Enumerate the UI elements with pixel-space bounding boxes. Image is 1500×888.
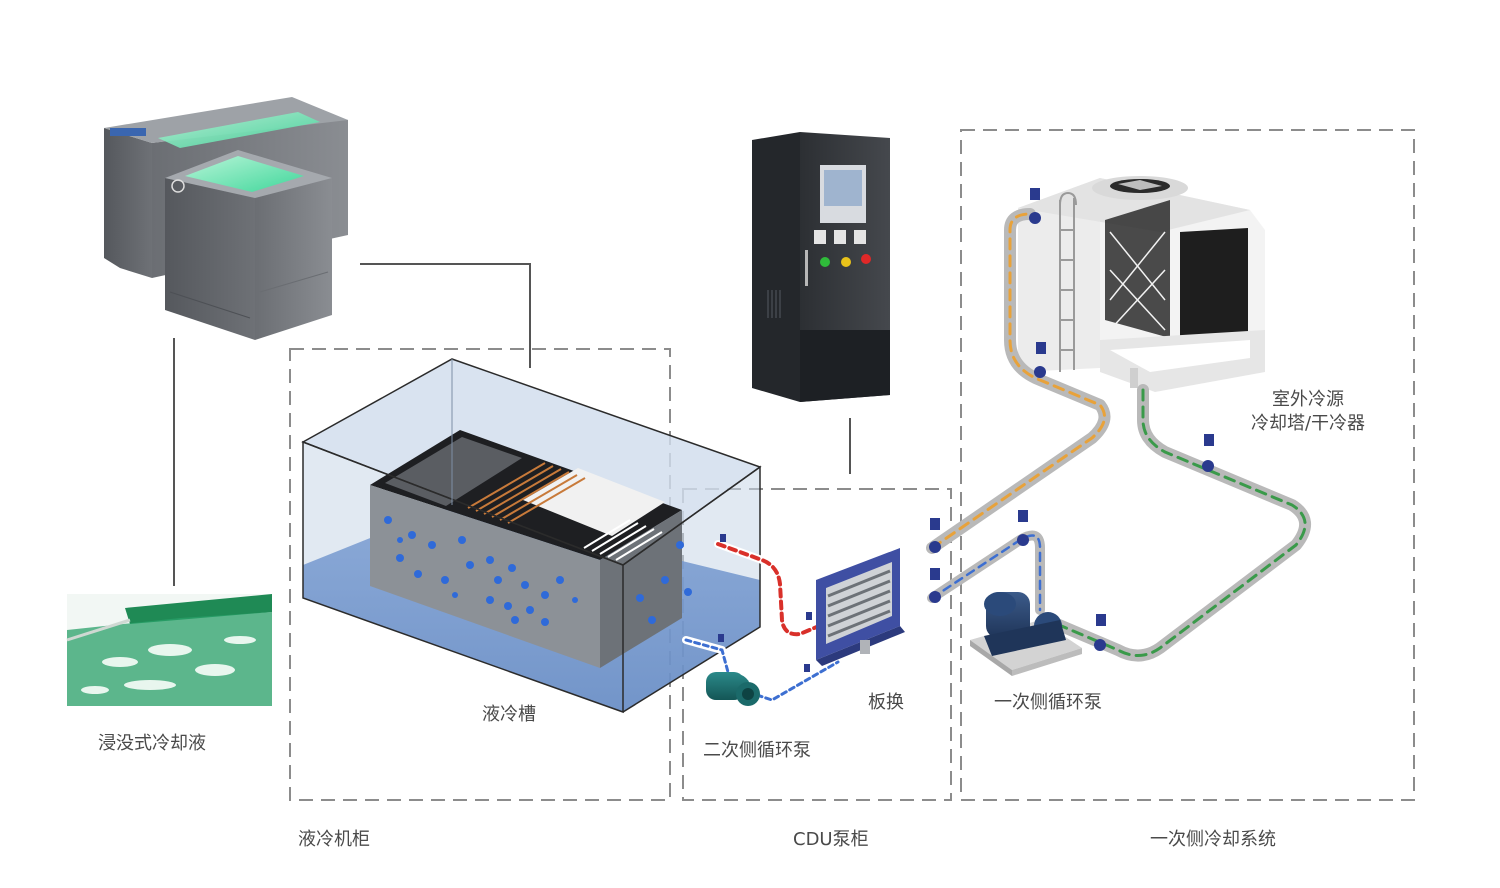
primary-pump-graphic xyxy=(970,592,1082,676)
label-plate-exchanger: 板换 xyxy=(868,692,904,713)
primary-system-group-border xyxy=(960,129,1415,801)
leader-lines xyxy=(173,263,851,586)
label-primary-pump: 一次侧循环泵 xyxy=(994,692,1102,713)
label-cdu-group: CDU泵柜 xyxy=(793,829,869,850)
secondary-hot-pipe xyxy=(714,540,842,639)
cooling-tower-graphic xyxy=(1018,176,1265,392)
label-immersion-coolant: 浸没式冷却液 xyxy=(98,733,206,754)
cabinet-product-image xyxy=(104,97,348,340)
coolant-inset-image xyxy=(66,594,272,706)
label-primary-system-group: 一次侧冷却系统 xyxy=(1150,829,1276,850)
cdu-cabinet-graphic xyxy=(752,132,890,402)
label-outdoor-source: 室外冷源 冷却塔/干冷器 xyxy=(1240,388,1376,436)
primary-hot-pipe xyxy=(926,208,1111,554)
label-liquid-tank: 液冷槽 xyxy=(482,704,536,725)
label-outdoor-source-line1: 室外冷源 xyxy=(1272,389,1344,410)
label-outdoor-source-line2: 冷却塔/干冷器 xyxy=(1250,413,1366,434)
sensor-markers xyxy=(718,188,1214,672)
primary-cold-pipe xyxy=(1046,384,1311,662)
label-secondary-pump: 二次侧循环泵 xyxy=(703,740,811,761)
plate-exchanger-graphic xyxy=(816,548,905,666)
label-cabinet-group: 液冷机柜 xyxy=(298,829,370,850)
liquid-tank-graphic xyxy=(301,358,762,714)
secondary-pump-graphic xyxy=(706,672,760,706)
